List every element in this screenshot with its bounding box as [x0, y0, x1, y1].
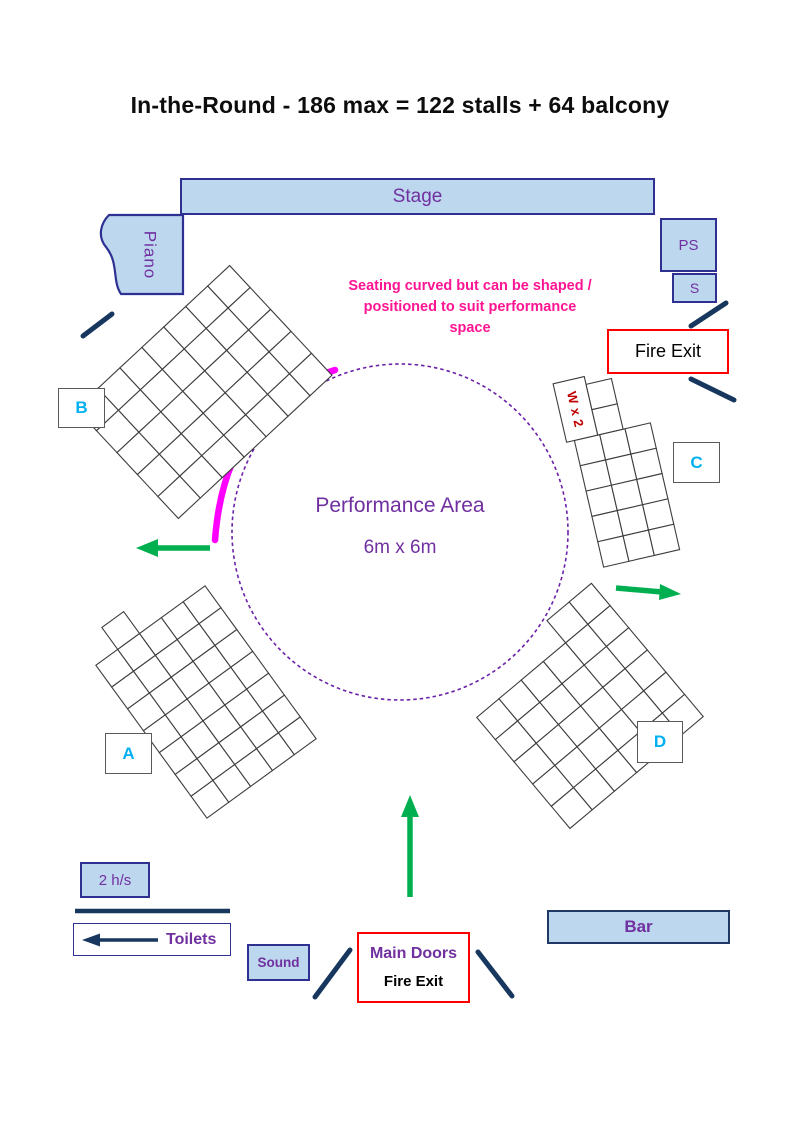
wall-line-below-fire-exit: [688, 376, 737, 403]
bar-box: Bar: [547, 910, 730, 944]
toilets-box: Toilets: [73, 923, 231, 956]
wall-line-left-of-doors: [312, 947, 353, 1000]
stage: Stage: [180, 178, 655, 215]
seat-cell: [277, 716, 317, 756]
main-doors-label: Main Doors: [369, 944, 458, 962]
seat-cell: [591, 403, 624, 436]
performance-area-title: Performance Area: [315, 494, 485, 517]
wall-line-right-of-doors: [475, 949, 515, 999]
toilets-arrow-icon: [82, 933, 158, 946]
ps-box: PS: [660, 218, 717, 272]
block-label-D: D: [637, 721, 683, 763]
seat-cell: [647, 523, 681, 557]
annotation-line-3: space: [449, 320, 491, 336]
sound-box: Sound: [247, 944, 310, 981]
main-doors-fire-exit-label: Fire Exit: [383, 973, 444, 991]
seat-cell: [101, 610, 141, 651]
wall-line-top-left: [80, 311, 115, 339]
piano-shape: [99, 213, 185, 296]
hs-box: 2 h/s: [80, 862, 150, 898]
wall-lines: [80, 300, 737, 1000]
block-label-B: B: [58, 388, 105, 428]
annotation-line-1: Seating curved but can be shaped /: [348, 278, 592, 294]
performance-area-circle: [231, 363, 569, 701]
s-box: S: [672, 273, 717, 303]
seat-cell: [288, 352, 333, 397]
seat-cell: [568, 582, 611, 625]
toilets-label: Toilets: [166, 930, 217, 948]
right-arrow-shaft: [615, 585, 663, 595]
piano-label: Piano: [141, 231, 160, 279]
seating-block-C: W x 2: [552, 375, 681, 568]
block-label-A: A: [105, 733, 152, 774]
seating-block-D: [475, 582, 705, 830]
annotation-line-2: positioned to suit performance: [363, 299, 577, 315]
main-doors-box: Main Doors Fire Exit: [357, 932, 470, 1003]
seating-block-B: [75, 264, 333, 520]
block-label-C: C: [673, 442, 720, 483]
left-arrow-head: [136, 539, 158, 557]
seating-block-A: [95, 585, 317, 819]
page-title: In-the-Round - 186 max = 122 stalls + 64…: [130, 92, 670, 118]
right-arrow-head: [659, 584, 681, 600]
performance-area-size: 6m x 6m: [363, 537, 437, 558]
wall-line-above-fire-exit: [688, 300, 729, 329]
fire-exit-top: Fire Exit: [607, 329, 729, 374]
seating-annotation: Seating curved but can be shaped / posit…: [330, 276, 610, 339]
up-arrow-head: [401, 795, 419, 817]
exit-arrows: [136, 539, 681, 897]
